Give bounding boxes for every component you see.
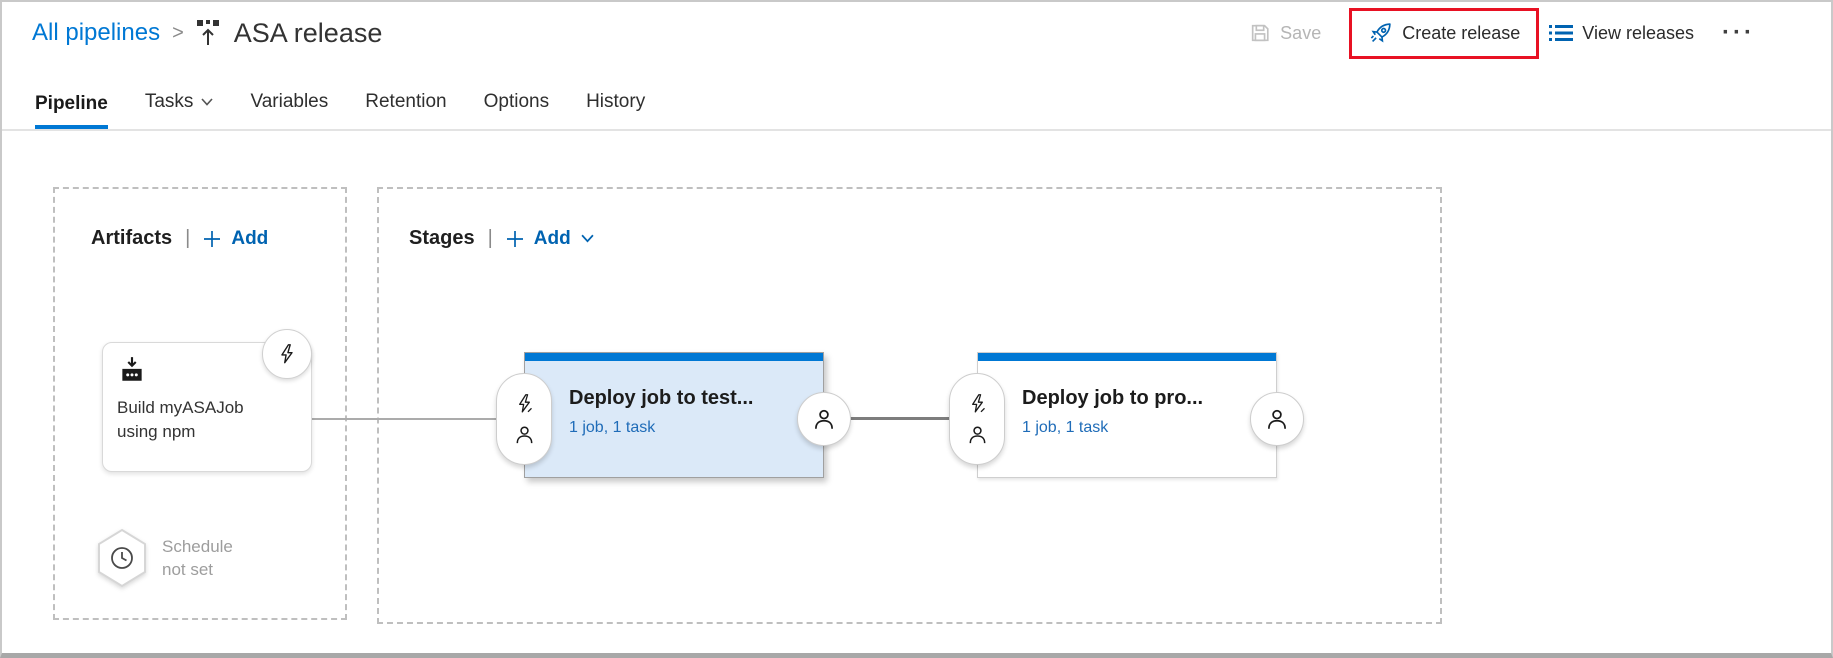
tab-tasks[interactable]: Tasks (145, 91, 214, 129)
stages-title: Stages (409, 227, 475, 249)
stages-panel-header: Stages | Add (409, 227, 594, 250)
pipeline-canvas: Artifacts | Add (2, 131, 1831, 653)
tab-variables[interactable]: Variables (250, 91, 328, 129)
artifact-card[interactable]: Build myASAJob using npm (102, 342, 312, 472)
create-release-label: Create release (1402, 22, 1521, 43)
schedule-line2: not set (162, 560, 214, 579)
artifact-name-line1: Build myASAJob (117, 398, 244, 417)
add-artifact-button[interactable]: Add (203, 228, 268, 250)
breadcrumb-all-pipelines[interactable]: All pipelines (32, 19, 161, 46)
tab-retention-label: Retention (365, 91, 447, 112)
save-button[interactable]: Save (1249, 22, 1321, 44)
tab-pipeline-label: Pipeline (35, 93, 108, 114)
breadcrumb: All pipelines > ASA release (32, 18, 382, 49)
lightning-icon (276, 343, 298, 365)
add-stage-button[interactable]: Add (506, 228, 594, 250)
plus-icon (506, 230, 524, 248)
stage-title: Deploy job to pro... (1022, 387, 1204, 409)
artifacts-panel: Artifacts | Add (53, 187, 347, 620)
schedule-line1: Schedule (162, 537, 233, 556)
tab-history[interactable]: History (586, 91, 645, 129)
stage-title: Deploy job to test... (569, 387, 754, 409)
artifacts-header-divider: | (185, 227, 191, 249)
stage-to-stage-connector (832, 417, 956, 420)
tab-options-label: Options (483, 91, 550, 112)
stages-panel: Stages | Add (377, 187, 1442, 624)
rocket-icon (1368, 21, 1393, 46)
person-icon (966, 423, 989, 446)
schedule-status[interactable]: Schedule not set (95, 528, 233, 588)
tab-bar: Pipeline Tasks Variables Retention Optio… (2, 64, 1831, 131)
more-actions-button[interactable]: ··· (1722, 19, 1755, 46)
view-releases-button[interactable]: View releases (1549, 23, 1694, 44)
page-title: ASA release (233, 17, 383, 48)
person-icon (513, 423, 536, 446)
tab-options[interactable]: Options (484, 91, 549, 129)
person-icon (811, 406, 837, 432)
schedule-clock-icon (95, 528, 149, 588)
lightning-icon (514, 393, 535, 414)
top-bar: All pipelines > ASA release (2, 2, 1831, 64)
pre-deployment-conditions-badge-prod[interactable] (949, 373, 1005, 465)
stage-accent-bar (978, 353, 1276, 361)
add-artifact-label: Add (231, 227, 269, 249)
artifact-to-stage-connector (310, 418, 500, 420)
chevron-down-icon (201, 98, 214, 106)
lightning-icon (967, 393, 988, 414)
add-stage-label: Add (533, 227, 571, 249)
stage-card-test[interactable]: Deploy job to test... 1 job, 1 task (524, 352, 824, 478)
build-artifact-icon (117, 355, 147, 385)
person-icon (1264, 406, 1290, 432)
pre-deployment-conditions-badge-test[interactable] (496, 373, 552, 465)
release-list-icon (1549, 23, 1574, 43)
tab-history-label: History (586, 91, 646, 112)
tab-pipeline[interactable]: Pipeline (35, 93, 108, 129)
artifacts-panel-header: Artifacts | Add (91, 227, 268, 250)
toolbar: Save Create release (1249, 7, 1755, 59)
tab-retention[interactable]: Retention (365, 91, 446, 129)
breadcrumb-separator: > (172, 21, 184, 44)
save-icon (1249, 22, 1271, 44)
stage-card-prod[interactable]: Deploy job to pro... 1 job, 1 task (977, 352, 1277, 478)
plus-icon (203, 230, 221, 248)
view-releases-label: View releases (1582, 22, 1695, 43)
create-release-button[interactable]: Create release (1368, 21, 1520, 46)
stages-header-divider: | (487, 227, 493, 249)
save-label: Save (1280, 22, 1322, 43)
release-pipeline-icon (196, 19, 220, 47)
stage-jobs-link[interactable]: 1 job, 1 task (1022, 419, 1109, 436)
continuous-deployment-trigger-badge[interactable] (262, 329, 312, 379)
tab-tasks-label: Tasks (144, 91, 194, 112)
create-release-highlight: Create release (1349, 7, 1540, 59)
artifacts-title: Artifacts (91, 227, 173, 249)
chevron-down-icon (581, 234, 594, 243)
tab-variables-label: Variables (250, 91, 329, 112)
post-deployment-approval-badge-prod[interactable] (1250, 392, 1304, 446)
stage-jobs-link[interactable]: 1 job, 1 task (569, 419, 656, 436)
stage-accent-bar (525, 353, 823, 361)
post-deployment-approval-badge-test[interactable] (797, 392, 851, 446)
artifact-name-line2: using npm (117, 422, 196, 441)
